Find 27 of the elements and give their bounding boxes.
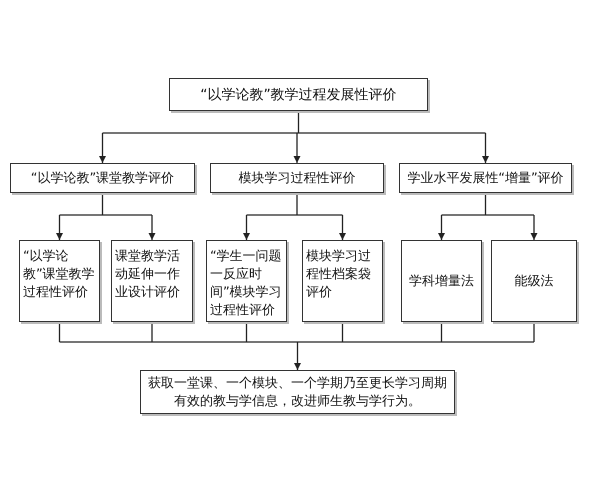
box-text: 能级法 bbox=[514, 273, 554, 290]
box-text: 模块学习过程性评价 bbox=[238, 170, 356, 187]
title-box bbox=[169, 78, 428, 111]
box-text: “以学论教”教学过程发展性评价 bbox=[200, 86, 397, 104]
box-text: “以学论教”课堂教学过程性评价 bbox=[23, 248, 96, 301]
method-box bbox=[111, 240, 193, 322]
arrow bbox=[243, 193, 346, 240]
arrow bbox=[99, 111, 489, 163]
category-box bbox=[399, 163, 572, 193]
box-text: 模块学习过程性档案袋评价 bbox=[306, 248, 372, 301]
box-text: “以学论教”课堂教学评价 bbox=[30, 170, 174, 187]
category-box bbox=[10, 163, 195, 193]
method-box bbox=[491, 240, 577, 322]
arrow bbox=[58, 322, 535, 370]
method-box bbox=[206, 240, 287, 322]
box-text: “学生一问题一反应时间”模块学习过程性评价 bbox=[210, 248, 283, 319]
box-text: 获取一堂课、一个模块、一个学期乃至更长学习周期有效的教与学信息，改进师生教与学行为。 bbox=[147, 375, 448, 410]
method-box bbox=[302, 240, 383, 322]
box-text: 学业水平发展性“增量”评价 bbox=[407, 170, 564, 187]
result-box bbox=[140, 370, 455, 414]
box-text: 学科增量法 bbox=[409, 273, 474, 290]
arrow bbox=[438, 193, 538, 240]
box-text: 课堂教学活动延伸一作业设计评价 bbox=[115, 248, 181, 301]
arrow bbox=[56, 193, 156, 240]
method-box bbox=[401, 240, 482, 322]
method-box bbox=[19, 240, 100, 322]
category-box bbox=[210, 163, 384, 193]
